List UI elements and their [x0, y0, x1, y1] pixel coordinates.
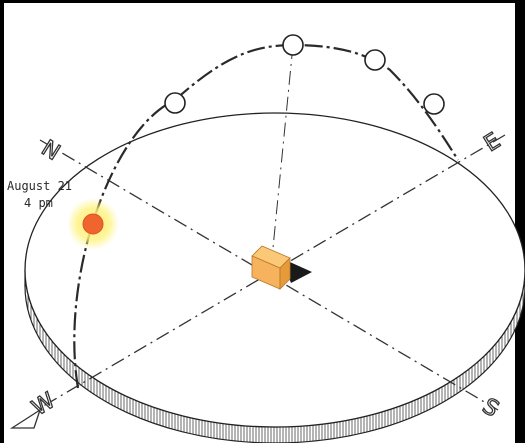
- sun-icon: [83, 214, 103, 234]
- sun-position-marker: [165, 93, 185, 113]
- sun-position-marker: [424, 94, 444, 114]
- compass-east: E: [480, 129, 505, 158]
- west-arrow-icon: [12, 410, 40, 428]
- sun-time-label: 4 pm: [24, 196, 53, 210]
- top-frame-edge: [0, 0, 525, 3]
- left-frame-edge: [0, 0, 4, 443]
- right-frame-edge: [515, 0, 525, 443]
- sun-position-marker: [283, 35, 303, 55]
- sun-position-marker: [365, 50, 385, 70]
- compass-south: S: [478, 394, 503, 423]
- sun-date-label: August 21: [7, 179, 72, 193]
